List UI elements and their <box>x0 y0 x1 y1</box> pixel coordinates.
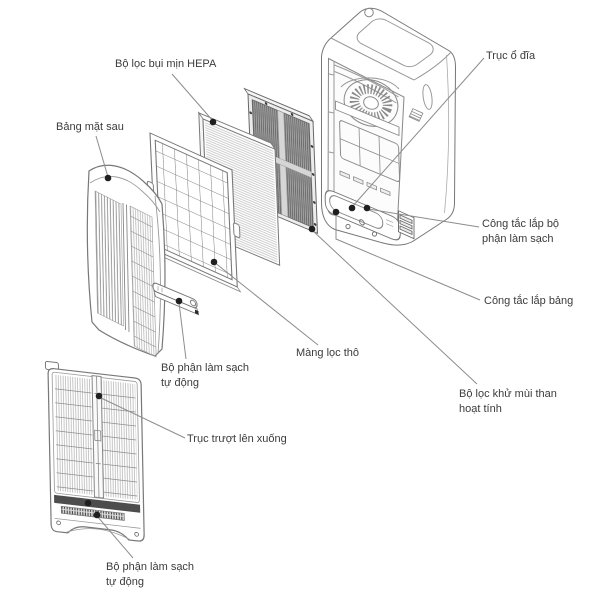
fan-impeller <box>343 79 399 127</box>
fan-housing-arc <box>340 77 400 90</box>
ratchet-strip <box>60 505 125 521</box>
rear-panel-divider <box>122 202 130 333</box>
label-panel-switch: Công tắc lắp bảng <box>484 295 574 307</box>
rear-frame-arch <box>334 64 399 104</box>
main-unit-drawing <box>321 7 457 246</box>
label-slide-shaft: Trục trượt lên xuống <box>187 433 287 445</box>
label-coarse-filter: Màng lọc thô <box>296 347 359 359</box>
inner-grid-panel <box>339 120 401 183</box>
label-auto-cleaning-unit-top: Bộ phận làm sạch tự động <box>161 362 250 390</box>
rear-panel-side-band <box>154 195 161 355</box>
label-cleaning-unit-switch: Công tắc lắp bộ phận làm sạch <box>482 218 560 246</box>
callout-dot <box>210 258 218 266</box>
coarse-filter-drawing <box>146 132 242 293</box>
callout-dot <box>95 392 103 400</box>
top-knob <box>364 7 374 18</box>
side-seam <box>444 54 450 214</box>
cleaning-bar-dark <box>54 494 141 513</box>
callout-dot <box>209 118 217 126</box>
base-screw <box>371 231 378 237</box>
leader-hepa-filter <box>171 73 217 126</box>
leader-coarse-filter <box>210 258 319 346</box>
top-recess-panel <box>356 18 434 68</box>
label-rear-panel: Bảng mặt sau <box>56 121 124 133</box>
leader-auto-cleaning-unit-bottom <box>84 499 134 559</box>
leader-carbon-filter <box>308 225 478 385</box>
side-handle <box>422 84 433 110</box>
label-auto-cleaning-unit-bottom: Bộ phận làm sạch tự động <box>106 561 195 589</box>
slot-vents <box>339 170 391 197</box>
callout-dot <box>308 225 316 233</box>
leader-auto-cleaning-unit-top <box>175 297 187 360</box>
inside-view-panel-drawing <box>44 360 145 542</box>
label-disc-shaft: Trục ổ đĩa <box>486 50 536 62</box>
rear-panel-right-grille <box>129 205 157 358</box>
callout-dot <box>332 208 340 216</box>
leader-rear-panel <box>95 135 112 182</box>
callout-dot <box>93 511 101 519</box>
callout-dot <box>84 499 92 507</box>
side-sticker <box>408 108 424 122</box>
bottom-vent-grille <box>398 210 415 240</box>
leader-lines <box>84 57 485 559</box>
callout-dot <box>348 204 356 212</box>
bottom-tray <box>324 190 401 241</box>
base-screw <box>345 223 351 230</box>
shelf-band <box>335 100 400 137</box>
leader-panel-switch <box>332 208 481 301</box>
leader-cleaning-unit-switch <box>363 204 480 228</box>
skirt-arch <box>66 528 130 540</box>
label-carbon-filter: Bộ lọc khử mùi than hoạt tính <box>459 388 557 416</box>
callout-dot <box>175 297 183 305</box>
rear-panel-left-slats <box>94 190 124 327</box>
top-face-edges <box>330 37 452 81</box>
hinge-strip <box>328 62 335 214</box>
rear-panel-drawing <box>86 164 166 358</box>
leader-slide-shaft <box>95 392 186 439</box>
leader-disc-shaft <box>348 57 485 212</box>
callout-dot <box>363 204 371 212</box>
label-hepa-filter: Bộ lọc bụi mịn HEPA <box>115 58 217 70</box>
callout-dot <box>104 174 112 182</box>
